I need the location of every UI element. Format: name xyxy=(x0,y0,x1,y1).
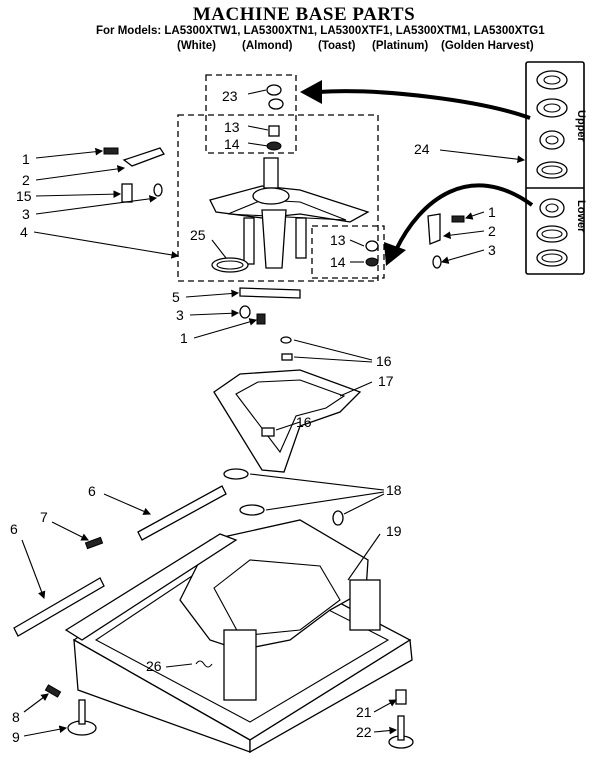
callout-14-upper: 14 xyxy=(224,136,240,152)
dashed-box-side xyxy=(311,225,385,279)
dashed-box-main xyxy=(177,114,379,282)
callout-14-side: 14 xyxy=(330,254,346,270)
upper-bearing-stack xyxy=(536,70,568,179)
color-golden-harvest: (Golden Harvest) xyxy=(441,40,534,52)
spin-bearing-parts xyxy=(266,84,284,151)
color-variants: (White) (Almond) (Toast) (Platinum) (Gol… xyxy=(0,40,608,54)
upper-label: Upper xyxy=(575,110,587,143)
callout-1-lower: 1 xyxy=(180,330,188,346)
right-mount-parts xyxy=(365,213,465,269)
callout-1-right: 1 xyxy=(488,204,496,220)
leader-lines xyxy=(21,89,526,737)
callout-25: 25 xyxy=(190,227,206,243)
arrow-to-lower xyxy=(384,183,534,266)
callout-1-left: 1 xyxy=(22,151,30,167)
callout-26: 26 xyxy=(146,658,162,674)
callout-3-left: 3 xyxy=(22,206,30,222)
callout-19: 19 xyxy=(386,523,402,539)
dashed-box-upper xyxy=(205,74,297,154)
callout-2-right: 2 xyxy=(488,223,496,239)
lower-bearing-stack xyxy=(536,198,568,267)
base-frame xyxy=(64,519,413,754)
callout-16-upper: 16 xyxy=(376,353,392,369)
callout-2-left: 2 xyxy=(22,172,30,188)
bearing-inset: Upper Lower xyxy=(525,61,587,275)
callout-13-side: 13 xyxy=(330,232,346,248)
tripod-assembly xyxy=(209,157,370,273)
callout-9: 9 xyxy=(12,729,20,745)
callout-24: 24 xyxy=(414,141,430,157)
leveling-platform xyxy=(213,336,362,473)
arrow-to-upper xyxy=(300,80,531,120)
color-almond: (Almond) xyxy=(242,40,293,52)
color-white: (White) xyxy=(177,40,216,52)
models-line: For Models: LA5300XTW1, LA5300XTN1, LA53… xyxy=(96,25,545,37)
callout-23: 23 xyxy=(222,88,238,104)
callout-3-right: 3 xyxy=(488,242,496,258)
callout-16-lower: 16 xyxy=(296,414,312,430)
page-title: MACHINE BASE PARTS xyxy=(192,4,416,25)
color-platinum: (Platinum) xyxy=(372,40,429,52)
callout-labels: 23 13 14 24 1 2 15 3 4 25 1 2 3 13 14 5 … xyxy=(10,88,496,745)
callout-21: 21 xyxy=(356,704,372,720)
callout-5: 5 xyxy=(172,289,180,305)
lower-mount-parts xyxy=(239,287,301,325)
color-toast: (Toast) xyxy=(318,40,356,52)
callout-6-upper: 6 xyxy=(88,483,96,499)
callout-18: 18 xyxy=(386,482,402,498)
callout-15: 15 xyxy=(16,188,32,204)
rails-and-small-parts xyxy=(13,468,414,749)
callout-4: 4 xyxy=(20,224,28,240)
callout-3-lower: 3 xyxy=(176,307,184,323)
callout-8: 8 xyxy=(12,709,20,725)
lower-label: Lower xyxy=(575,200,587,233)
callout-6-lower: 6 xyxy=(10,521,18,537)
callout-17: 17 xyxy=(378,373,394,389)
callout-7: 7 xyxy=(40,509,48,525)
callout-13-upper: 13 xyxy=(224,119,240,135)
callout-22: 22 xyxy=(356,724,372,740)
left-mount-parts xyxy=(103,147,165,203)
